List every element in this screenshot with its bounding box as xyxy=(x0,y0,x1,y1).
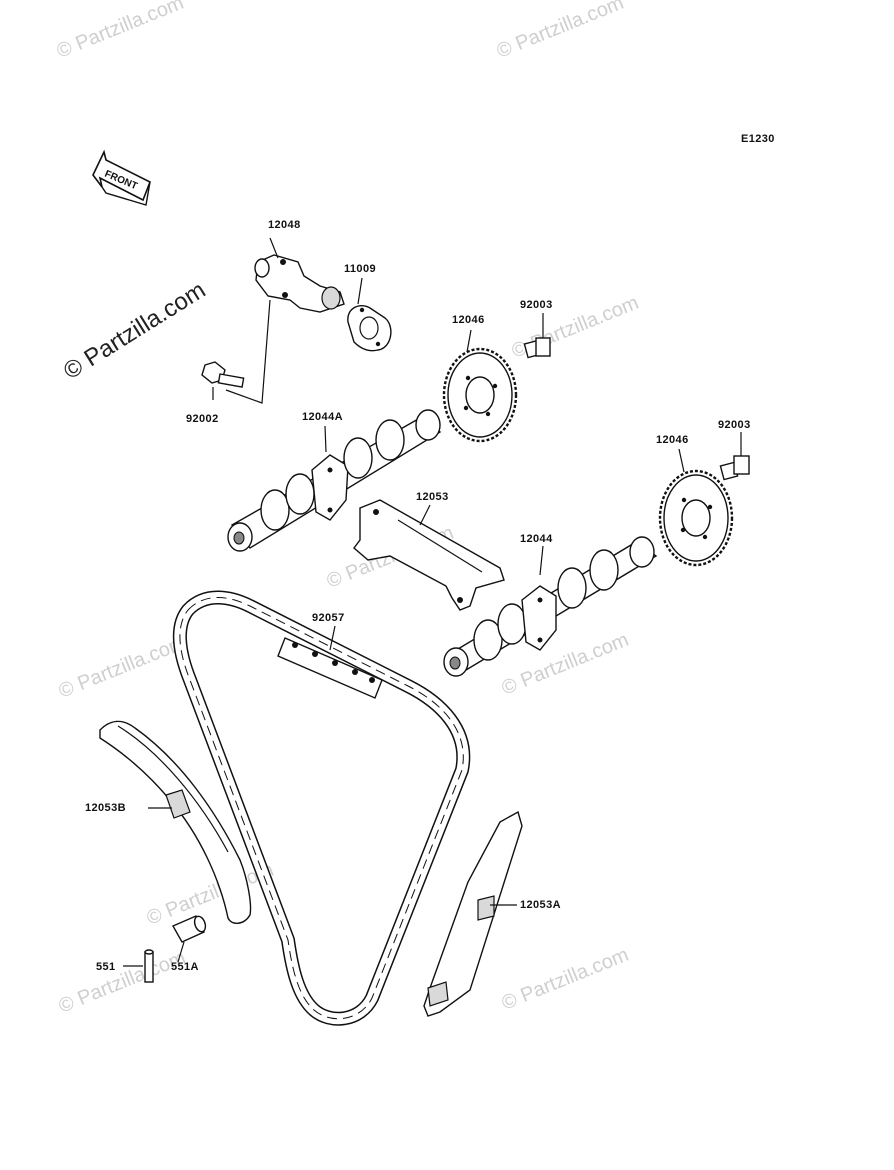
bolt-upper xyxy=(523,337,551,359)
pin-a xyxy=(172,915,207,943)
label-92003-upper: 92003 xyxy=(520,299,553,311)
tensioner xyxy=(254,254,345,313)
label-551A: 551A xyxy=(171,961,199,973)
watermark: © Partzilla.com xyxy=(56,947,189,1018)
sprocket-lower xyxy=(658,469,734,567)
label-92002: 92002 xyxy=(186,413,219,425)
main-watermark: © Partzilla.com xyxy=(59,276,210,385)
label-92057: 92057 xyxy=(312,612,345,624)
label-12053A: 12053A xyxy=(520,899,561,911)
bolt xyxy=(201,361,245,388)
guide-right xyxy=(423,810,523,1017)
label-11009: 11009 xyxy=(344,263,376,275)
label-12044A: 12044A xyxy=(302,411,343,423)
watermark: © Partzilla.com xyxy=(494,0,627,63)
guide-left xyxy=(99,720,252,924)
diagram-code: E1230 xyxy=(741,133,775,145)
camshaft-a xyxy=(227,409,442,552)
watermark: © Partzilla.com xyxy=(54,0,187,63)
camshaft xyxy=(443,536,658,677)
label-12044: 12044 xyxy=(520,533,553,545)
label-92003-lower: 92003 xyxy=(718,419,751,431)
label-12053B: 12053B xyxy=(85,802,126,814)
label-551: 551 xyxy=(96,961,116,973)
bolt-lower xyxy=(719,455,750,481)
front-arrow-icon: FRONT xyxy=(92,149,152,206)
gasket xyxy=(347,304,392,352)
label-12046-upper: 12046 xyxy=(452,314,485,326)
watermarks: © Partzilla.com © Partzilla.com © Partzi… xyxy=(54,0,642,1018)
watermark: © Partzilla.com xyxy=(499,944,632,1015)
pin xyxy=(144,949,154,983)
guide-top xyxy=(353,499,505,611)
chain xyxy=(172,590,471,1026)
sprocket-upper xyxy=(442,347,518,443)
watermark: © Partzilla.com xyxy=(56,632,189,703)
label-12046-lower: 12046 xyxy=(656,434,689,446)
label-12048: 12048 xyxy=(268,219,301,231)
label-12053: 12053 xyxy=(416,491,449,503)
